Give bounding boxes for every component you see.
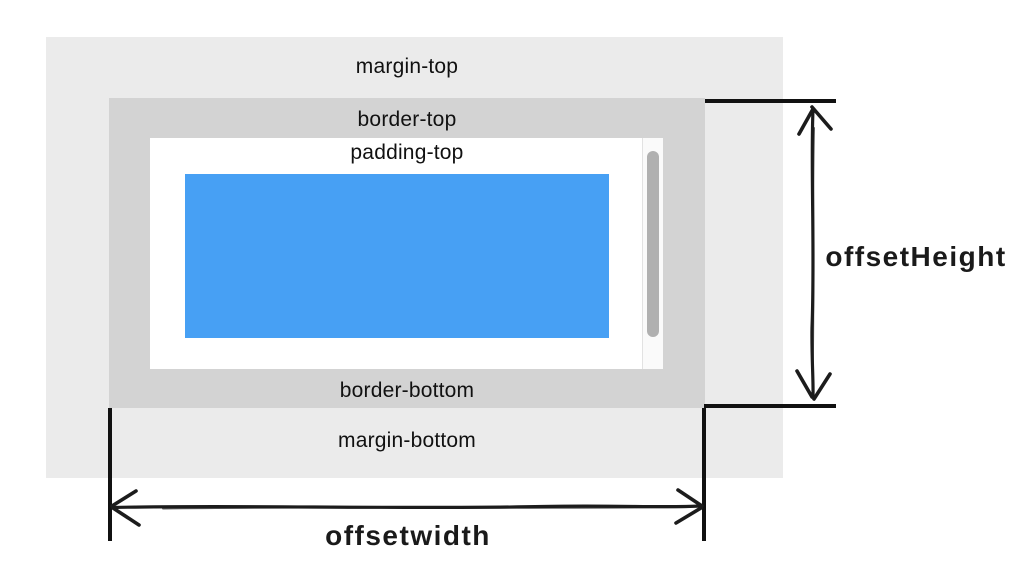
offset-width-left-tick bbox=[108, 408, 112, 541]
offset-height-label: offsetHeight bbox=[825, 241, 1007, 272]
margin-top-label: margin-top bbox=[355, 55, 459, 78]
offset-height-arrow-icon bbox=[795, 105, 833, 401]
border-bottom-label: border-bottom bbox=[339, 379, 475, 402]
offset-width-right-tick bbox=[702, 408, 706, 541]
border-top-label: border-top bbox=[357, 108, 457, 131]
offset-width-label: offsetwidth bbox=[325, 520, 491, 551]
margin-bottom-label: margin-bottom bbox=[338, 429, 476, 452]
padding-top-label: padding-top bbox=[350, 141, 464, 164]
scrollbar-thumb bbox=[647, 151, 659, 337]
offset-height-bottom-tick bbox=[704, 404, 836, 408]
offset-width-arrow-icon bbox=[110, 488, 704, 527]
content-box bbox=[185, 174, 609, 338]
offset-height-top-tick bbox=[705, 99, 836, 103]
